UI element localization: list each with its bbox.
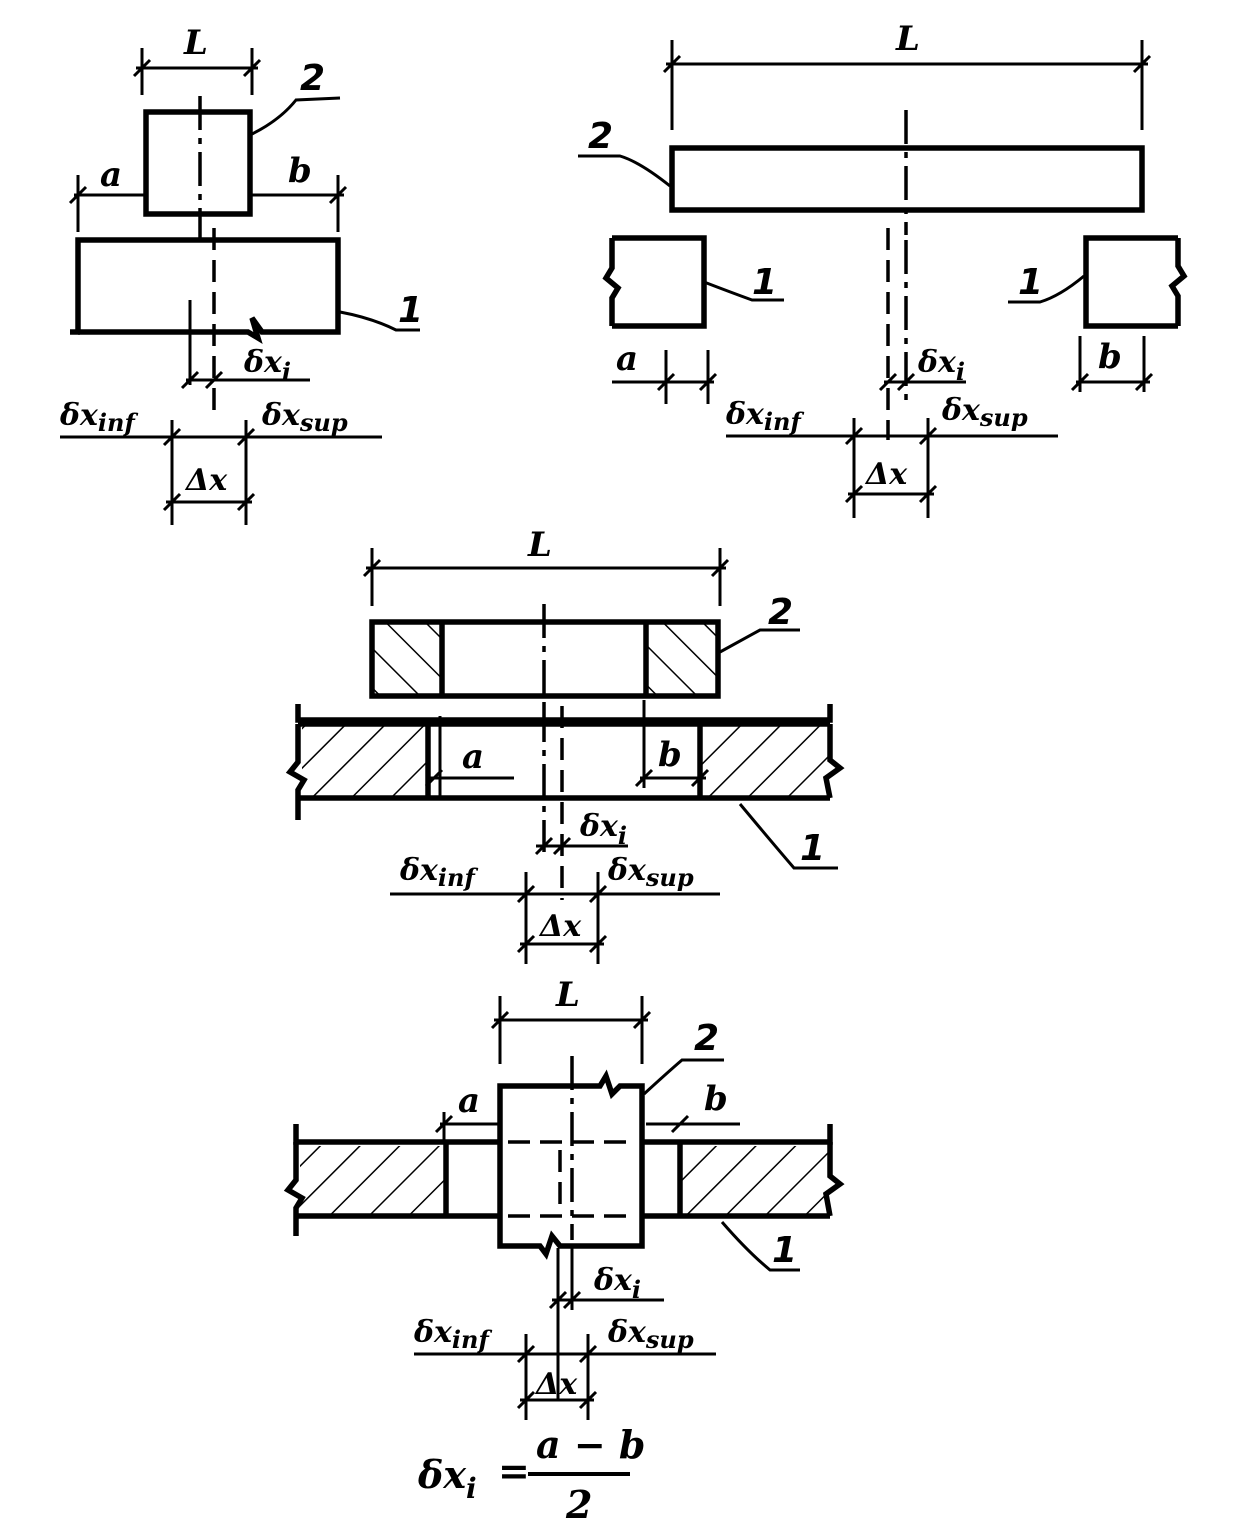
dim-L-label: L	[895, 19, 920, 59]
dim-a-label: a	[616, 339, 638, 379]
delta-x-inf-label: δxinf	[399, 853, 478, 892]
formula-numerator: a − b	[536, 1422, 646, 1467]
part-1	[283, 1142, 306, 1236]
part-1-label: 1	[398, 290, 423, 331]
dim-a-label: a	[462, 737, 484, 777]
part-1-label: 1	[800, 828, 825, 869]
dim-L-label: L	[555, 975, 580, 1015]
dim-b-label: b	[288, 151, 312, 191]
delta-x-i-label: δxi	[593, 1263, 641, 1304]
part-1-left-label: 1	[752, 262, 777, 303]
delta-x-sup-label: δxsup	[607, 1315, 694, 1354]
Delta-x-label: Δx	[864, 457, 908, 492]
diagram-1: L 2 a b 1 δxi δxinf δxsup	[59, 23, 423, 525]
delta-x-i-label: δxi	[579, 809, 627, 850]
dim-L-label: L	[527, 525, 552, 565]
part-2-label: 2	[694, 1018, 719, 1059]
diagram-4: L 1 2 a b δxi	[283, 975, 845, 1420]
delta-x-sup-label: δxsup	[941, 393, 1028, 432]
part-2-label: 2	[300, 58, 325, 99]
delta-x-i-label: δxi	[243, 345, 291, 386]
dim-a-label: a	[458, 1081, 480, 1121]
part-1	[75, 237, 341, 345]
formula: δxi = a − b 2	[417, 1422, 646, 1527]
dim-b-label: b	[1098, 337, 1122, 377]
delta-x-inf-label: δxinf	[59, 398, 138, 437]
dim-L-label: L	[183, 23, 208, 63]
diagram-3: L 2 a b 1 δx	[285, 525, 845, 964]
part-1	[285, 724, 308, 820]
dim-b-label: b	[658, 735, 682, 775]
part-1-right-label: 1	[1018, 262, 1043, 303]
Delta-x-label: Δx	[184, 463, 228, 498]
delta-x-inf-label: δxinf	[413, 1315, 492, 1354]
formula-denominator: 2	[565, 1482, 592, 1527]
delta-x-sup-label: δxsup	[261, 398, 348, 437]
dim-a-label: a	[100, 155, 122, 195]
part-1-right	[1083, 235, 1188, 329]
formula-equals: =	[498, 1448, 530, 1493]
part-2-label: 2	[768, 592, 793, 633]
dim-b-label: b	[704, 1079, 728, 1119]
part-1-label: 1	[772, 1230, 797, 1271]
part-2-label: 2	[588, 116, 613, 157]
Delta-x-label: Δx	[534, 1367, 578, 1402]
part-2	[497, 1069, 645, 1260]
delta-x-sup-label: δxsup	[607, 853, 694, 892]
Delta-x-label: Δx	[538, 909, 582, 944]
formula-lhs: δxi	[417, 1452, 477, 1505]
part-1-left	[602, 235, 707, 329]
delta-x-inf-label: δxinf	[725, 397, 804, 436]
diagram-2: L 2 1 1 a b δxi	[578, 19, 1188, 518]
part-2	[143, 109, 253, 217]
delta-x-i-label: δxi	[917, 345, 965, 386]
